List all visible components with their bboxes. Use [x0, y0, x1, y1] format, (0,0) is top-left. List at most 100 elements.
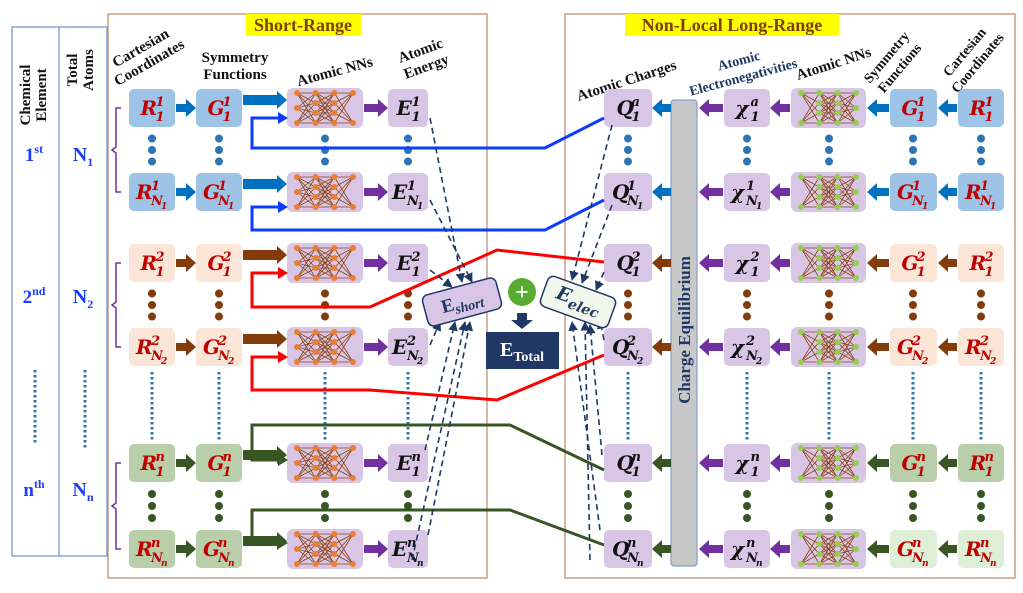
- nn-edge: [800, 186, 820, 208]
- count-base: N: [73, 144, 88, 166]
- nn-edge: [819, 553, 838, 565]
- nn-edge: [296, 247, 316, 269]
- energy-dashed-arrow: [429, 321, 441, 346]
- symmetry-box-left: [196, 444, 242, 482]
- dot: [825, 490, 833, 498]
- nn-edge: [296, 176, 316, 198]
- arrow-nn-to-chi: [770, 99, 790, 117]
- nn-node: [853, 561, 859, 567]
- e-total-base: E: [500, 339, 513, 361]
- symmetry-box-left: [196, 244, 242, 282]
- dot: [743, 289, 751, 298]
- dot: [743, 146, 751, 154]
- nn-edge: [818, 92, 839, 124]
- label-superscript: 1: [223, 95, 232, 110]
- dot: [148, 301, 156, 309]
- nn-node: [816, 339, 823, 345]
- label-subscript: N: [217, 551, 231, 566]
- nn-edge: [315, 533, 335, 565]
- nn-edge: [819, 267, 838, 279]
- label-subscript: N: [745, 349, 759, 364]
- nn-edge: [334, 176, 354, 188]
- arrow-g-to-nn-right: [867, 454, 889, 472]
- label-subscript: 1: [985, 265, 994, 280]
- nn-edge: [837, 257, 857, 279]
- e-short-rect: [421, 277, 503, 327]
- nn-node: [294, 445, 300, 451]
- nn-node: [331, 455, 338, 461]
- nn-node: [853, 329, 859, 335]
- nn-edge: [296, 341, 316, 363]
- nn-edge: [315, 196, 335, 208]
- symmetry-label-right: G21: [902, 250, 926, 280]
- dot: [743, 134, 751, 143]
- nn-node: [331, 551, 338, 557]
- dot: [215, 301, 223, 309]
- nn-node: [331, 194, 338, 200]
- nn-edge: [315, 247, 335, 279]
- nn-edge: [837, 107, 857, 114]
- label-subscript: N: [406, 349, 420, 364]
- nn-edge: [315, 331, 335, 343]
- label-subscript: 1: [412, 465, 421, 480]
- label-superscript: n: [980, 536, 989, 551]
- dot: [977, 312, 985, 321]
- nn-node: [834, 245, 841, 251]
- arrow-r-to-g-right: [938, 338, 957, 356]
- dot: [215, 157, 223, 166]
- ellipsis-dots: [977, 289, 985, 321]
- symmetry-box-left: [196, 89, 242, 127]
- cartesian-label-right: R11: [969, 95, 994, 125]
- nn-edge: [315, 543, 335, 565]
- label-base: Q: [612, 335, 630, 359]
- nn-node: [834, 120, 841, 126]
- nn-node: [816, 445, 823, 451]
- arrow-nn-to-energy: [364, 254, 388, 272]
- dot: [743, 301, 751, 309]
- dot: [215, 134, 223, 143]
- arrow-g-to-nn-left: [243, 330, 287, 348]
- label-base: R: [140, 96, 158, 120]
- nn-edge: [296, 191, 316, 198]
- arrow-r-to-g-left: [176, 454, 196, 472]
- label-superscript: 2: [631, 250, 641, 265]
- nn-edge: [837, 257, 857, 264]
- label-superscript: n: [407, 536, 416, 551]
- nn-edge: [800, 257, 820, 279]
- arrow-g-to-nn-right: [867, 183, 889, 201]
- count-base: N: [72, 479, 87, 501]
- dot: [148, 146, 156, 154]
- charge-feedback-line: [250, 198, 605, 232]
- nn-node: [350, 120, 356, 126]
- header-line: Functions: [203, 67, 267, 83]
- label-superscript: n: [917, 450, 926, 465]
- label-superscript: 2: [911, 334, 921, 349]
- nn-edge: [837, 346, 857, 353]
- nn-edge: [819, 247, 838, 259]
- nn-edge: [800, 92, 820, 124]
- arrow-qeq-to-charge: [652, 454, 671, 472]
- nn-edge: [800, 533, 820, 545]
- symmetry-box-right: [890, 244, 937, 282]
- nn-node: [816, 194, 823, 200]
- nn-edge: [315, 176, 335, 208]
- nn-node: [294, 245, 300, 251]
- e-elec-rect: [539, 275, 617, 329]
- nn-node: [834, 275, 841, 281]
- dot: [404, 490, 412, 498]
- nn-edge: [819, 533, 838, 555]
- nn-edge: [334, 331, 354, 343]
- label-superscript: 1: [407, 179, 416, 194]
- nn-node: [312, 245, 319, 251]
- cartesian-box-right: [958, 530, 1004, 568]
- nn-node: [312, 551, 319, 557]
- nn-node: [350, 275, 356, 281]
- nn-edge: [819, 341, 838, 363]
- nn-node: [834, 255, 841, 261]
- nn-node: [834, 359, 841, 365]
- nn-node: [294, 475, 300, 481]
- dot: [977, 514, 985, 522]
